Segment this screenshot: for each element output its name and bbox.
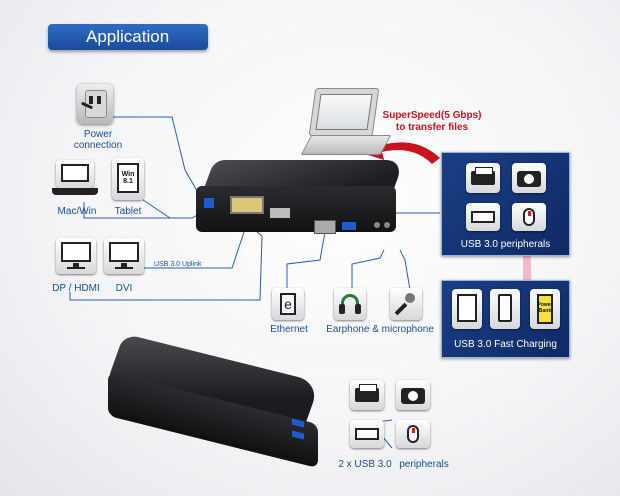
docking-station-side	[96, 333, 326, 469]
usb-uplink-label: USB 3.0 Uplink	[154, 261, 202, 268]
earphone-label: Earphone & microphone	[326, 324, 434, 335]
tablet-icon: Win 8.1	[112, 158, 144, 200]
monitor-dp-icon	[56, 238, 96, 274]
line-audio	[351, 249, 385, 290]
mouse-icon	[512, 203, 546, 231]
camera-icon	[512, 163, 546, 193]
keyboard-icon	[466, 203, 500, 231]
dvi-port-icon	[230, 196, 264, 214]
laptop-icon	[52, 160, 98, 198]
superspeed-subtitle: to transfer files	[395, 122, 469, 133]
panel-bridge	[523, 252, 531, 282]
dp-hdmi-label: DP / HDMI	[52, 283, 100, 294]
charging-panel: Power Bank USB 3.0 Fast Charging	[441, 280, 570, 358]
bottom-keyboard-icon	[350, 420, 384, 448]
line-dvi	[140, 219, 249, 269]
printer-icon	[466, 163, 500, 193]
bottom-mouse-icon	[396, 420, 430, 448]
line-ethernet	[286, 231, 326, 290]
charging-panel-title: USB 3.0 Fast Charging	[454, 339, 557, 350]
tablet-charge-icon	[452, 289, 482, 329]
mac-win-label: Mac/Win	[57, 206, 97, 217]
bottom-camera-icon	[396, 380, 430, 410]
line-power	[112, 116, 201, 197]
phone-charge-icon	[490, 289, 520, 329]
usb-uplink-port-icon	[204, 198, 214, 208]
ethernet-port-icon	[314, 220, 336, 234]
ethernet-icon: e	[272, 288, 304, 320]
bottom-ports-label: 2 x USB 3.0	[338, 459, 392, 470]
headphone-icon	[334, 288, 366, 320]
monitor-dvi-icon	[104, 238, 144, 274]
hdmi-port-icon	[270, 208, 290, 218]
microphone-icon	[390, 288, 422, 320]
audio-jack-icon	[374, 222, 380, 228]
docking-station	[196, 156, 406, 238]
dvi-label: DVI	[115, 283, 133, 294]
mic-jack-icon	[384, 222, 390, 228]
superspeed-title: SuperSpeed(5 Gbps)	[382, 110, 482, 121]
peripherals-panel: USB 3.0 peripherals	[441, 152, 570, 256]
bottom-printer-icon	[350, 380, 384, 410]
usb-port-icon	[342, 222, 356, 230]
power-bank-icon: Power Bank	[530, 289, 560, 329]
bottom-peripherals-label: peripherals	[399, 459, 449, 470]
tablet-label: Tablet	[114, 206, 142, 217]
tablet-os-label: Win 8.1	[121, 171, 135, 185]
line-mic	[399, 249, 411, 291]
peripherals-panel-title: USB 3.0 peripherals	[460, 239, 551, 250]
line-display	[69, 225, 263, 301]
line-tablet	[142, 199, 171, 219]
power-outlet-icon	[77, 84, 113, 124]
ethernet-label: Ethernet	[270, 324, 308, 335]
section-title-tab: Application	[48, 24, 208, 50]
power-bank-label: Power Bank	[537, 302, 553, 314]
power-label: Power connection	[73, 129, 123, 151]
section-title: Application	[86, 27, 170, 46]
